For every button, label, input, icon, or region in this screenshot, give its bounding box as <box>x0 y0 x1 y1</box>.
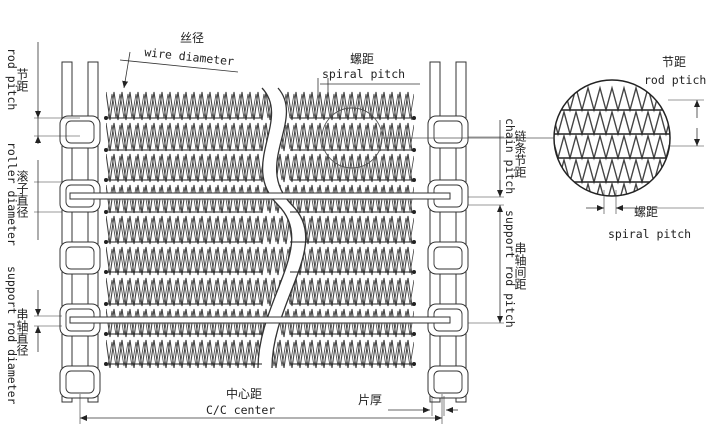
chain-roller <box>65 246 95 270</box>
mesh-spiral-row <box>106 215 292 245</box>
rod-end-right <box>412 116 416 120</box>
label-rod-pitch-cn: 节距 <box>15 68 29 92</box>
rod-end-left <box>104 116 108 120</box>
label-detail-rod-pitch-en: rod ptich <box>644 73 706 87</box>
mesh-spiral-row-back <box>107 186 292 212</box>
label-spiral-pitch-en: spiral pitch <box>322 67 405 81</box>
rod-end-right <box>412 270 416 274</box>
dimension-lines <box>34 42 704 424</box>
chain-roller <box>65 120 95 144</box>
mesh-spiral-row <box>272 153 413 183</box>
label-detail-rod-pitch-cn: 节距 <box>662 55 686 69</box>
mesh-spiral-row <box>272 277 413 307</box>
mesh-spiral-row <box>106 308 292 338</box>
mesh-left-section <box>106 91 292 368</box>
label-spiral-pitch-cn: 螺距 <box>350 52 374 66</box>
mesh-spiral-row-back <box>272 341 414 367</box>
label-cc-center-en: C/C center <box>206 403 275 417</box>
label-chain-pitch-en: chain pitch <box>503 118 517 194</box>
mesh-spiral-row <box>272 122 413 152</box>
detail-spiral-row <box>554 181 670 196</box>
label-detail-spiral-pitch-cn: 螺距 <box>634 205 658 219</box>
label-support-rod-diameter-en: support rod diameter <box>5 266 19 405</box>
detail-spiral-row <box>554 133 670 161</box>
mesh-spiral-row <box>106 277 292 307</box>
mesh-spiral-row <box>272 246 413 276</box>
detail-spiral-row <box>554 85 670 113</box>
support-rods <box>69 116 451 366</box>
chain-roller <box>433 370 463 394</box>
rod-end-right <box>412 302 416 306</box>
detail-spiral-row <box>554 157 670 185</box>
rod-end-left <box>104 362 108 366</box>
cut-line-left <box>257 87 293 369</box>
rod-end-right <box>412 148 416 152</box>
chain-side-plate <box>61 61 73 403</box>
chain-roller <box>65 370 95 394</box>
label-wire-diameter-en: wire diameter <box>144 45 235 68</box>
rod-end-right <box>412 362 416 366</box>
rod-end-right <box>412 240 416 244</box>
mesh-spiral-row <box>272 339 413 368</box>
mesh-spiral-row <box>106 122 292 152</box>
label-support-rod-pitch-en: support rod pitch <box>503 210 517 328</box>
rod-end-left <box>104 148 108 152</box>
label-support-rod-diameter-cn: 串轴直径 <box>15 308 29 356</box>
mesh-spiral-row-back <box>272 155 414 181</box>
mesh-detail-view <box>553 79 671 197</box>
cut-line-right <box>271 87 307 369</box>
rod-end-right <box>412 178 416 182</box>
label-plate-thickness-cn: 片厚 <box>358 393 382 407</box>
chain-side-plate <box>429 61 441 403</box>
chain-roller <box>433 120 463 144</box>
rod-end-left <box>104 210 108 214</box>
mesh-spiral-row-back <box>107 248 292 274</box>
label-detail-spiral-pitch-en: spiral pitch <box>608 227 691 241</box>
rod-end-left <box>104 240 108 244</box>
left-chain <box>59 61 101 403</box>
label-rod-pitch-en: rod pitch <box>5 48 19 110</box>
mesh-spiral-row <box>272 91 413 121</box>
support-rod <box>69 316 451 324</box>
rod-end-left <box>104 178 108 182</box>
mesh-spiral-row <box>106 246 292 276</box>
label-cc-center-cn: 中心距 <box>226 386 262 401</box>
label-wire-diameter-cn: 丝径 <box>180 31 204 45</box>
rod-end-right <box>412 210 416 214</box>
chain-side-plate <box>87 61 99 403</box>
chain-roller <box>433 246 463 270</box>
label-chain-pitch-cn: 链条节距 <box>513 129 527 178</box>
label-roller-diameter-cn: 滚子直径 <box>15 169 29 218</box>
right-chain <box>427 61 469 403</box>
label-support-rod-pitch-cn: 串轴间距 <box>513 242 527 290</box>
rod-end-left <box>104 332 108 336</box>
mesh-spiral-row-back <box>272 217 414 243</box>
label-roller-diameter-en: roller diameter <box>5 142 19 246</box>
rod-end-left <box>104 270 108 274</box>
detail-spiral-row <box>554 109 670 137</box>
chain-side-plate <box>455 61 467 403</box>
mesh-spiral-row-back <box>272 279 414 305</box>
mesh-spiral-row <box>272 215 413 245</box>
mesh-spiral-row-back <box>272 93 414 119</box>
mesh-spiral-row-back <box>272 248 414 274</box>
rod-end-left <box>104 302 108 306</box>
mesh-spiral-row-back <box>272 124 414 150</box>
rod-end-right <box>412 332 416 336</box>
support-rod <box>69 192 451 200</box>
